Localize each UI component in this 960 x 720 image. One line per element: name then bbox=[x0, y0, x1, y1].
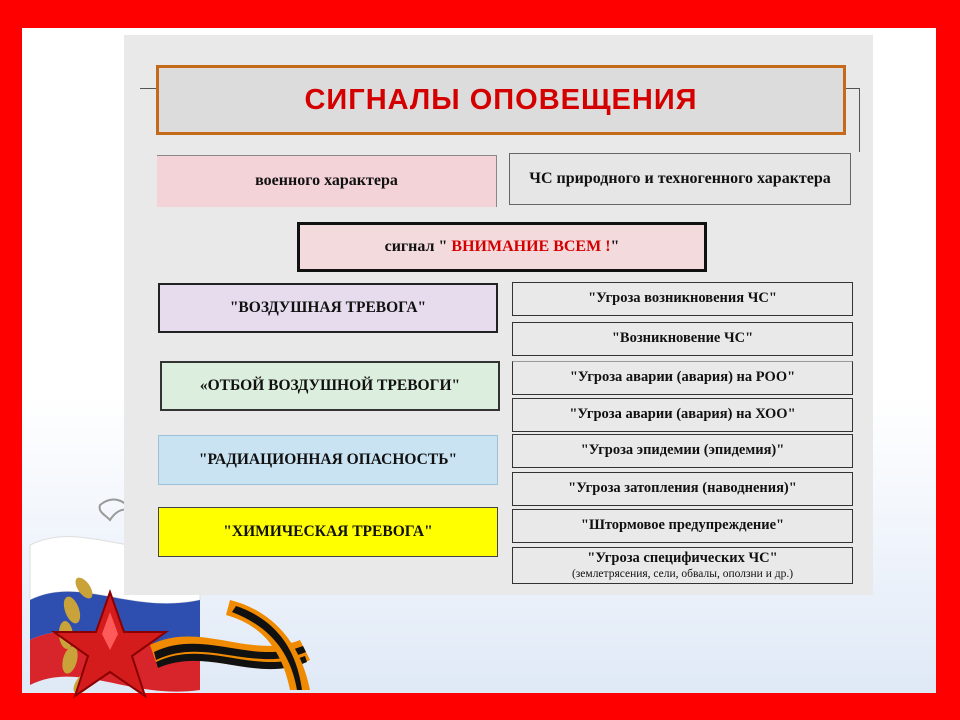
signal-specific-emergency: "Угроза специфических ЧС" (землетрясения… bbox=[512, 547, 853, 584]
dove-icon bbox=[98, 498, 132, 522]
signal-chemical: "ХИМИЧЕСКАЯ ТРЕВОГА" bbox=[158, 507, 498, 557]
signal-flood: "Угроза затопления (наводнения)" bbox=[512, 472, 853, 506]
diagram-title: СИГНАЛЫ ОПОВЕЩЕНИЯ bbox=[156, 65, 846, 135]
frame-line-right-vertical bbox=[859, 88, 860, 152]
signal-air-raid: "ВОЗДУШНАЯ ТРЕВОГА" bbox=[158, 283, 498, 333]
signal-accident-hoo: "Угроза аварии (авария) на ХОО" bbox=[512, 398, 853, 432]
red-star-icon bbox=[50, 588, 170, 699]
attention-highlight: ВНИМАНИЕ ВСЕМ ! bbox=[451, 237, 611, 255]
attention-prefix: сигнал " bbox=[384, 237, 448, 255]
st-george-ribbon-icon bbox=[150, 600, 310, 690]
frame-line-left bbox=[140, 88, 156, 89]
attention-suffix: " bbox=[610, 237, 620, 255]
signal-emergency-threat: "Угроза возникновения ЧС" bbox=[512, 282, 853, 316]
signal-accident-roo: "Угроза аварии (авария) на РОО" bbox=[512, 361, 853, 395]
signal-specific-label: "Угроза специфических ЧС" bbox=[587, 550, 778, 567]
signal-radiation: "РАДИАЦИОННАЯ ОПАСНОСТЬ" bbox=[158, 435, 498, 485]
category-military: военного характера bbox=[157, 155, 497, 207]
signal-storm: "Штормовое предупреждение" bbox=[512, 509, 853, 543]
signal-specific-note: (землетрясения, сели, обвалы, оползни и … bbox=[571, 567, 794, 580]
category-emergency: ЧС природного и техногенного характера bbox=[509, 153, 851, 205]
signal-all-clear: «ОТБОЙ ВОЗДУШНОЙ ТРЕВОГИ" bbox=[160, 361, 500, 411]
attention-signal: сигнал "ВНИМАНИЕ ВСЕМ !" bbox=[297, 222, 707, 272]
signal-emergency-occurrence: "Возникновение ЧС" bbox=[512, 322, 853, 356]
frame-line-right bbox=[846, 88, 860, 89]
signal-epidemic: "Угроза эпидемии (эпидемия)" bbox=[512, 434, 853, 468]
